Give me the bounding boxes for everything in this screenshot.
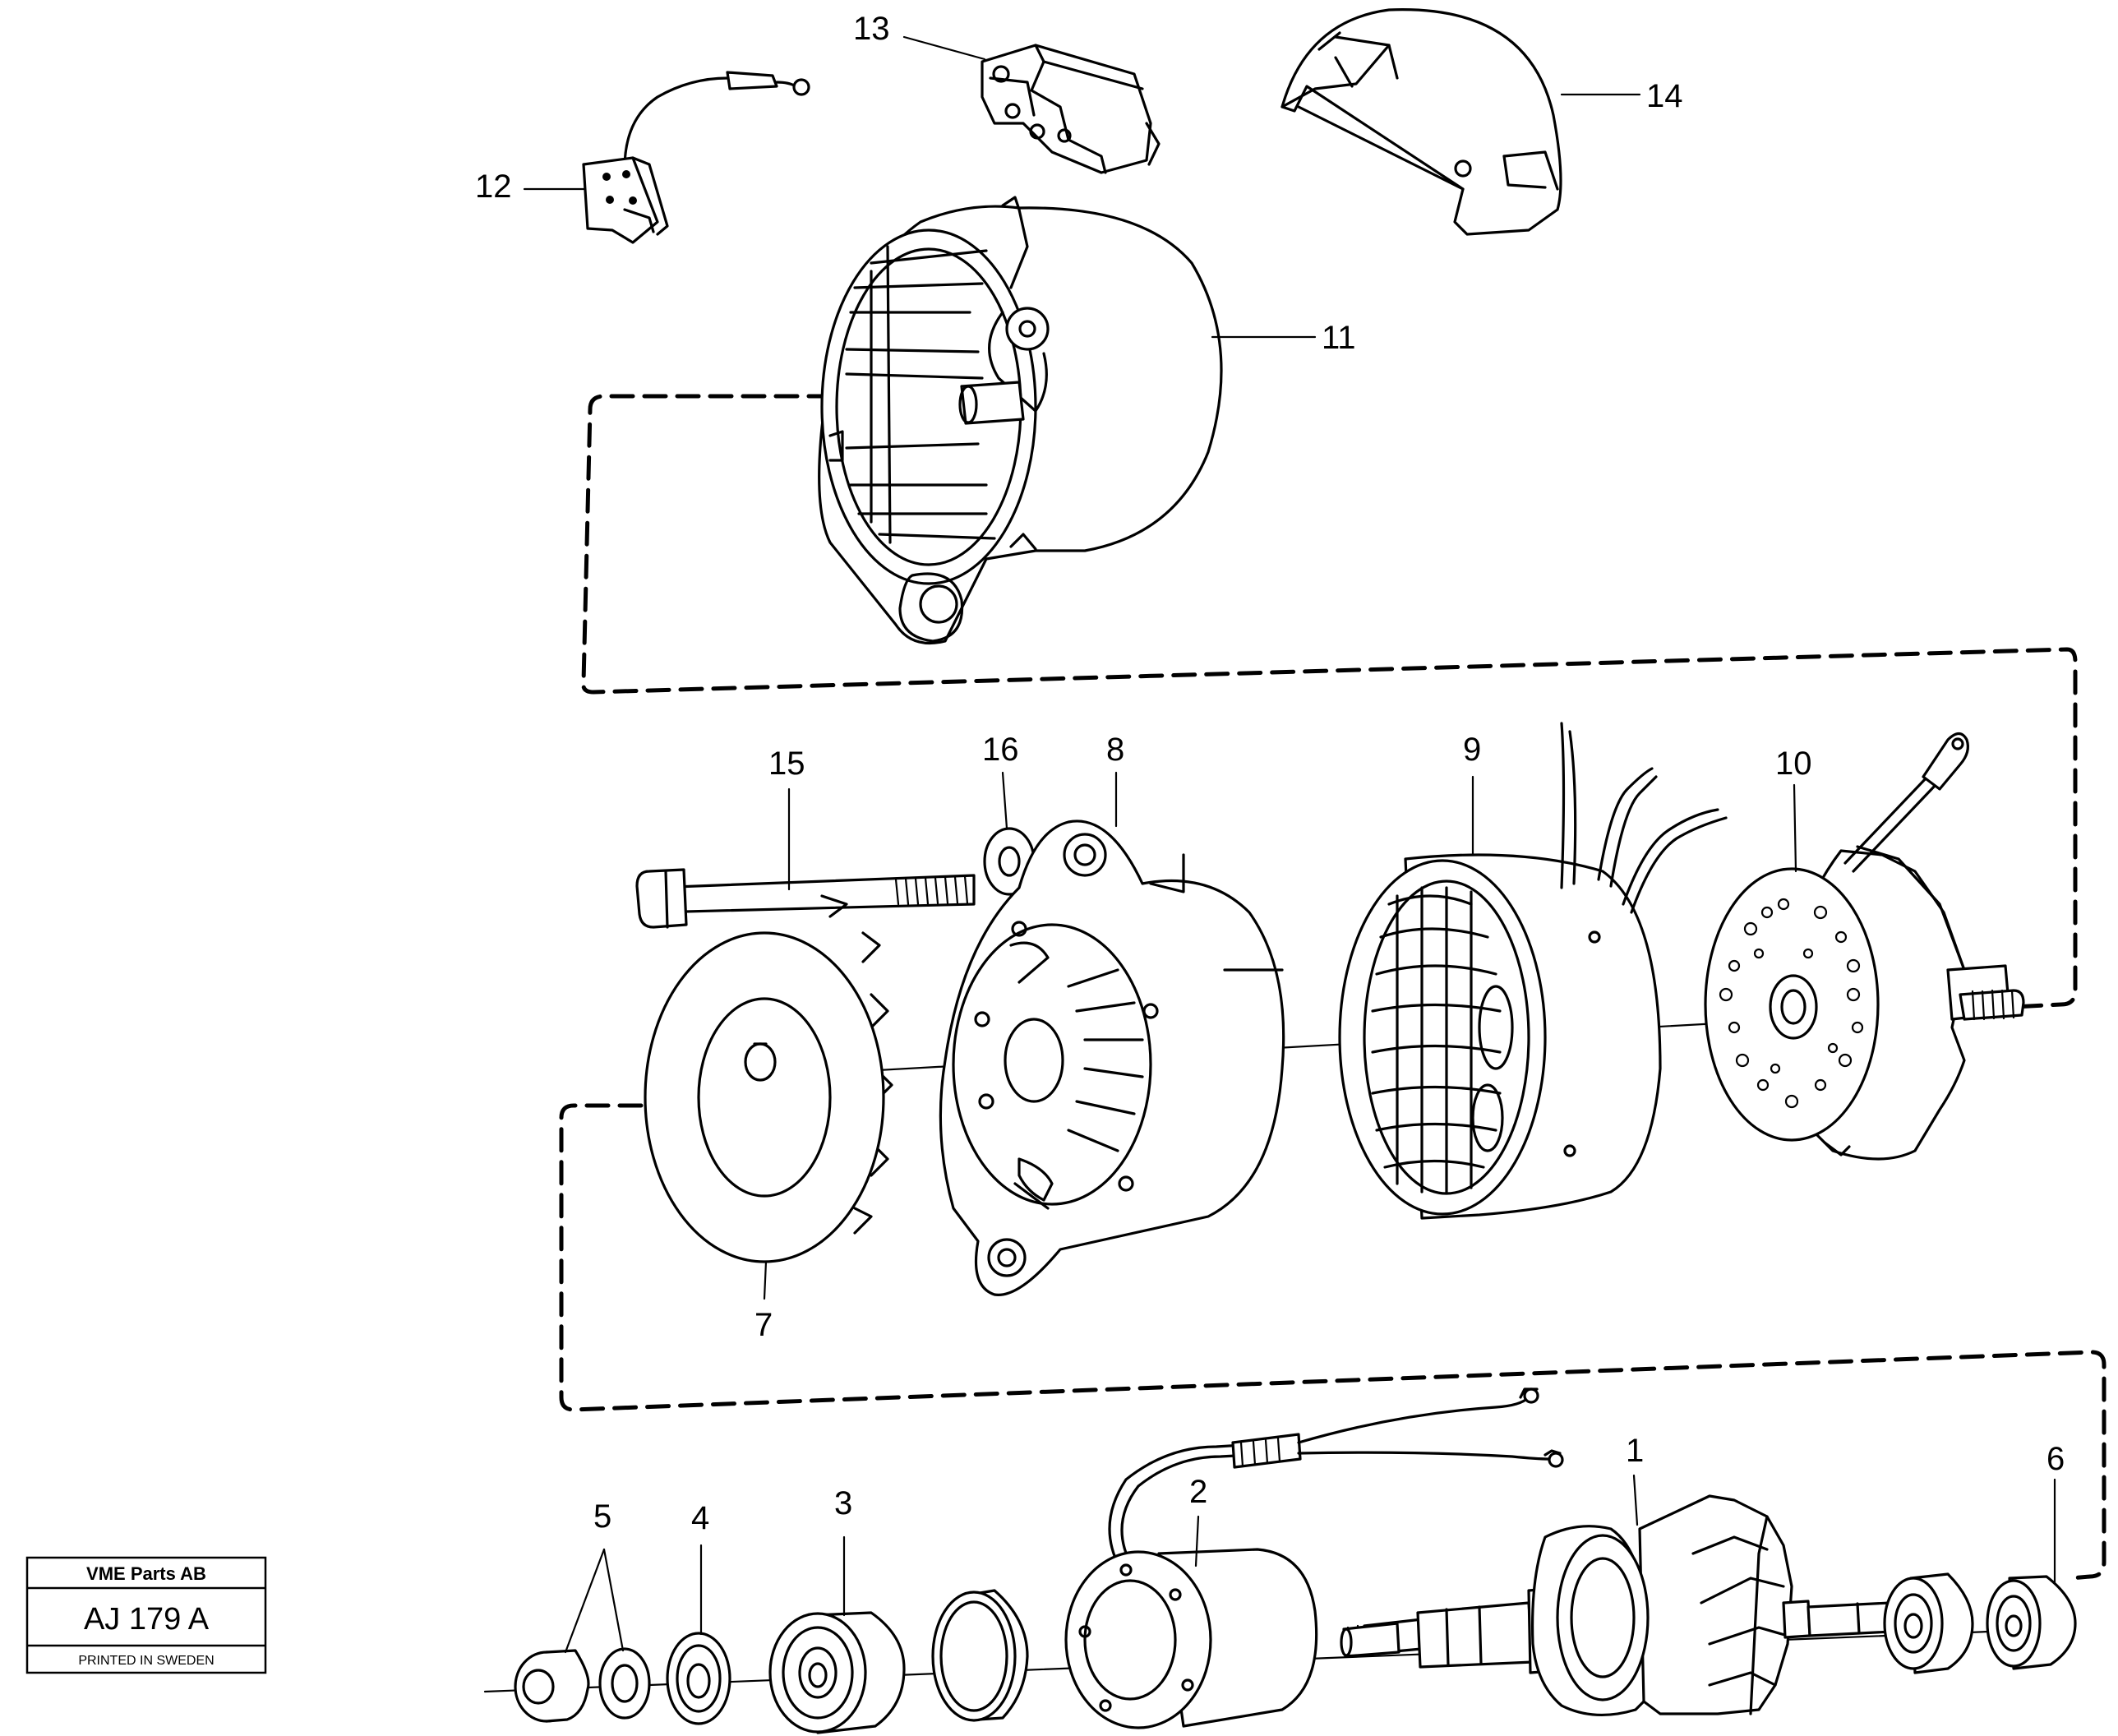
part-5-spacers	[514, 1647, 651, 1723]
callout-12: 12	[475, 169, 512, 205]
callout-leaders	[523, 35, 2056, 1654]
callout-3: 3	[834, 1485, 852, 1521]
part-14-cover	[1280, 8, 1562, 236]
part-7-pulley-fan	[644, 894, 893, 1263]
callout-13: 13	[853, 11, 890, 47]
callout-8: 8	[1106, 732, 1124, 768]
document-stamp: VME Parts AB AJ 179 A PRINTED IN SWEDEN	[25, 1556, 267, 1674]
stamp-footer: PRINTED IN SWEDEN	[78, 1654, 214, 1668]
callout-14: 14	[1646, 78, 1683, 114]
part-11-rear-housing	[818, 196, 1223, 645]
callout-9: 9	[1463, 732, 1481, 768]
part-2-slip-ring-housing	[1064, 1387, 1564, 1729]
callout-16: 16	[982, 732, 1019, 768]
callout-labels: 12 13 14 11 15 16 8 9 10 7 5 4 3 2 1 6	[475, 11, 2065, 1536]
part-1-rotor	[1340, 1494, 1894, 1716]
callout-7: 7	[754, 1307, 773, 1343]
part-10-rectifier	[1704, 732, 2025, 1161]
callout-11: 11	[1322, 320, 1356, 356]
callout-15: 15	[768, 746, 805, 782]
callout-5: 5	[593, 1498, 611, 1535]
part-3-bearing	[768, 1611, 906, 1734]
assembly-guide-lines	[559, 394, 2106, 1581]
callout-1: 1	[1626, 1433, 1644, 1469]
retaining-ring	[931, 1589, 1029, 1722]
callout-10: 10	[1775, 746, 1812, 782]
callout-6: 6	[2046, 1441, 2065, 1477]
stamp-company: VME Parts AB	[86, 1563, 206, 1584]
part-15-bolt	[635, 868, 976, 929]
part-12-brush-lead	[582, 71, 810, 244]
callout-2: 2	[1189, 1474, 1207, 1510]
part-6-rear-bearings	[1883, 1572, 2077, 1674]
part-8-front-housing	[939, 820, 1285, 1296]
stamp-code: AJ 179 A	[84, 1602, 210, 1637]
part-9-stator	[1338, 722, 1728, 1220]
part-13-regulator	[981, 44, 1161, 174]
callout-4: 4	[691, 1500, 709, 1536]
part-4-seal	[666, 1632, 731, 1725]
